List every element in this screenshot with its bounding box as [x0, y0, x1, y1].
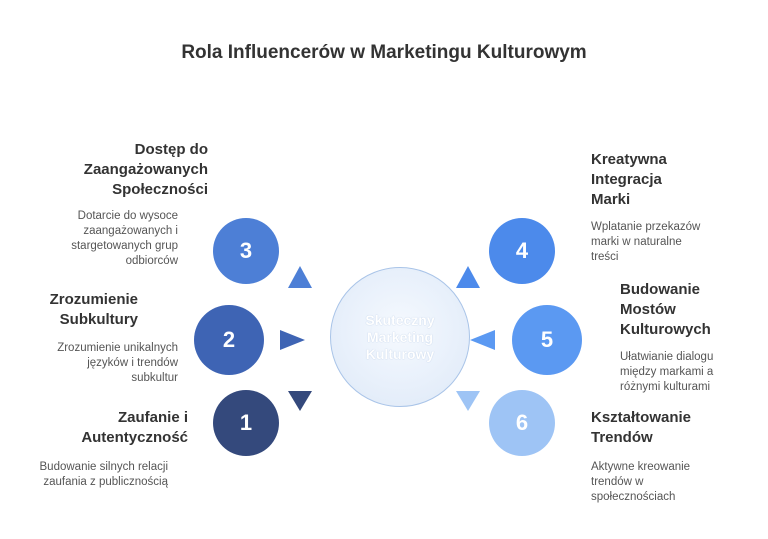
arrow-item-1	[288, 391, 312, 411]
arrow-item-2	[280, 330, 305, 350]
item-6-heading: Kształtowanie Trendów	[591, 409, 692, 446]
circle-item-4: 4	[489, 218, 555, 284]
item-3-heading: Dostęp do Zaangażowanych Społeczności	[83, 141, 208, 198]
item-3-number: 3	[239, 238, 253, 263]
arrow-item-5	[470, 330, 495, 350]
circle-item-6: 6	[489, 390, 555, 456]
item-1-number: 1	[239, 410, 253, 435]
arrow-item-4	[456, 266, 480, 288]
circle-item-3: 3	[213, 218, 279, 284]
item-2-number: 2	[222, 327, 236, 352]
item-1-description: Budowanie silnych relacji zaufania z pub…	[39, 461, 168, 488]
item-6-number: 6	[515, 410, 529, 435]
diagram-title: Rola Influencerów w Marketingu Kulturowy…	[181, 42, 587, 63]
item-2-description: Zrozumienie unikalnych języków i trendów…	[57, 342, 178, 384]
circle-item-1: 1	[213, 390, 279, 456]
item-4-description: Wplatanie przekazów marki w naturalne tr…	[591, 221, 701, 263]
circle-item-5: 5	[512, 305, 582, 375]
item-3-description: Dotarcie do wysoce zaangażowanych i star…	[71, 210, 178, 267]
center-label: Skuteczny Marketing Kulturowy	[365, 311, 435, 362]
item-2-heading: Zrozumienie Subkultury	[49, 291, 138, 328]
circle-item-2: 2	[194, 305, 264, 375]
item-5-description: Ułatwianie dialogu między markami a różn…	[620, 351, 714, 393]
item-5-number: 5	[540, 327, 554, 352]
item-4-heading: Kreatywna Integracja Marki	[591, 151, 667, 208]
item-4-number: 4	[515, 238, 529, 263]
arrow-item-6	[456, 391, 480, 411]
center-circle: Skuteczny Marketing Kulturowy	[330, 267, 470, 407]
arrow-item-3	[288, 266, 312, 288]
item-6-description: Aktywne kreowanie trendów w społeczności…	[591, 461, 691, 503]
item-5-heading: Budowanie Mostów Kulturowych	[620, 281, 711, 338]
item-1-heading: Zaufanie i Autentyczność	[81, 409, 188, 446]
